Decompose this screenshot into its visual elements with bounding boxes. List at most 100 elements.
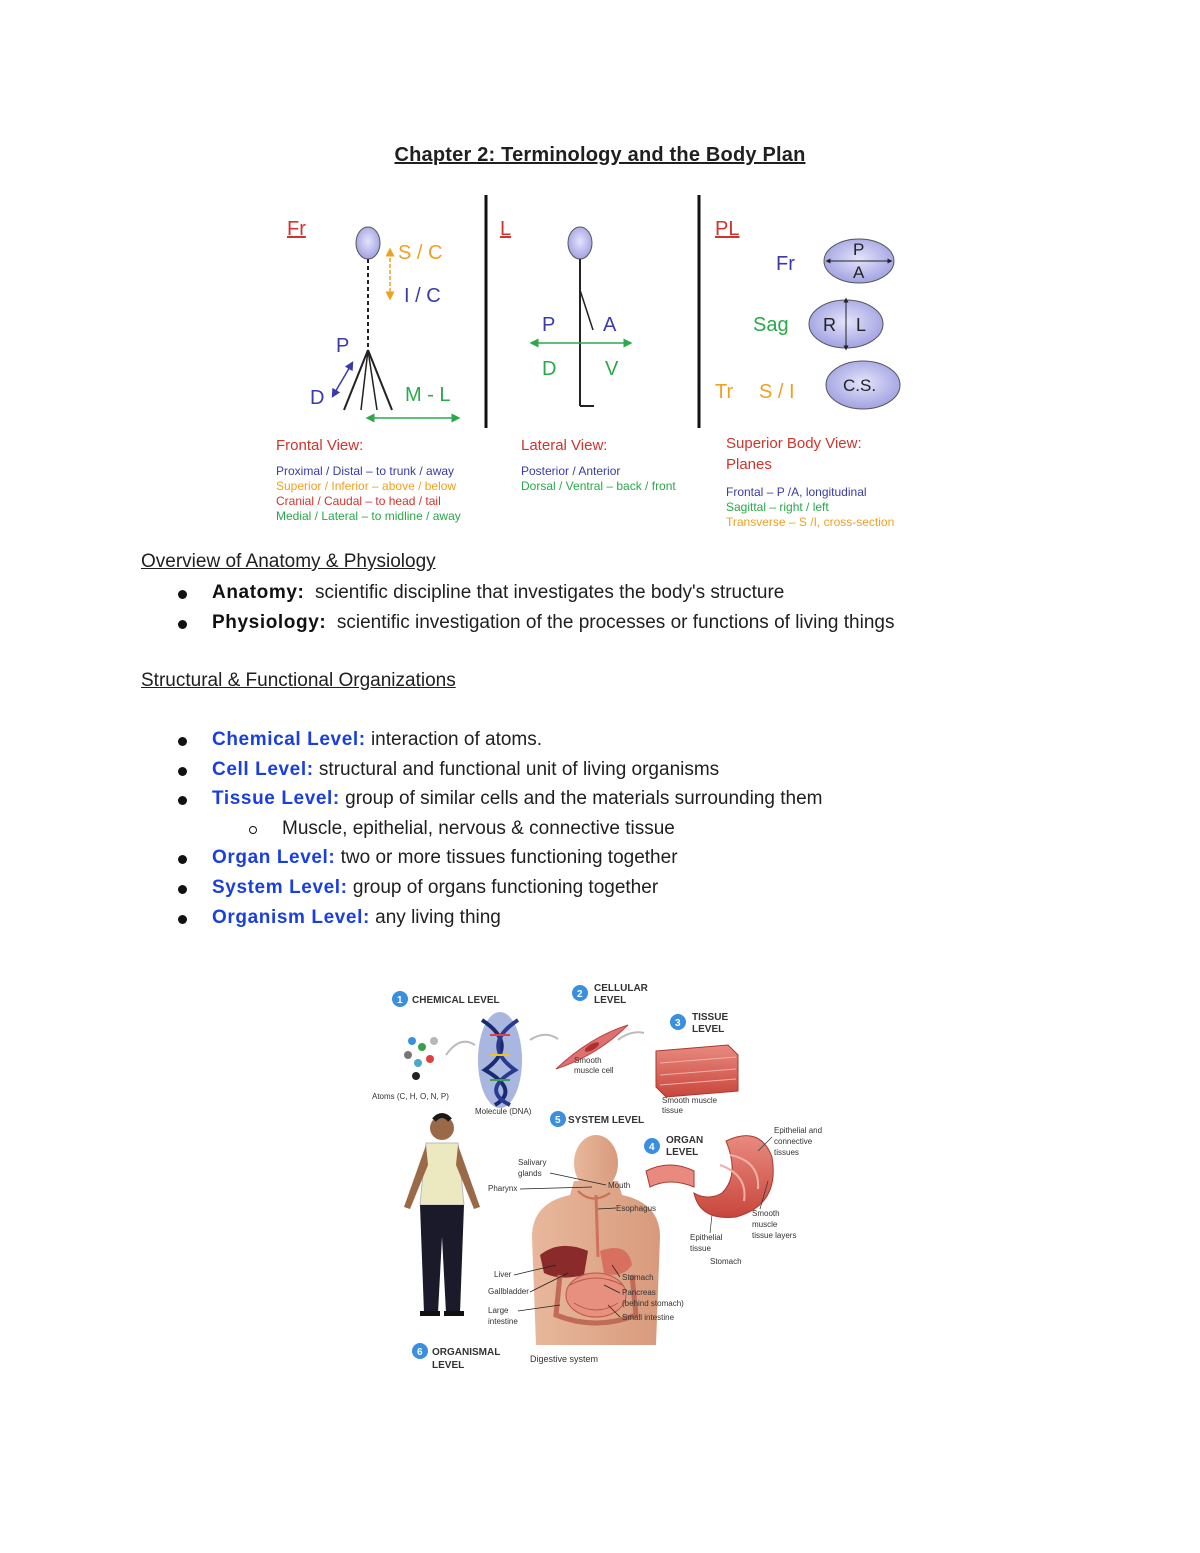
frontal-head-icon — [355, 226, 381, 260]
system-esophagus: Esophagus — [616, 1204, 656, 1213]
overview-list: Anatomy: scientific discipline that inve… — [141, 578, 894, 637]
svg-text:5: 5 — [555, 1115, 561, 1126]
transverse-plane-icon — [825, 360, 901, 410]
system-pancreas-2: (behind stomach) — [622, 1299, 684, 1308]
cellular-title-1: CELLULAR — [594, 983, 649, 994]
lateral-line-2: Dorsal / Ventral – back / front — [521, 479, 676, 493]
sagittal-plane-right: R — [823, 315, 836, 335]
badge-organ-icon: 4 — [644, 1138, 660, 1154]
badge-chemical-icon: 1 — [392, 991, 408, 1007]
organ-epi-conn-2: connective — [774, 1137, 813, 1146]
cell-label-2: muscle cell — [574, 1066, 614, 1075]
organ-smooth-1: Smooth — [752, 1209, 780, 1218]
system-pancreas-1: Pancreas — [622, 1288, 656, 1297]
lateral-dorsal-label: D — [542, 358, 556, 380]
planes-caption-2: Planes — [726, 456, 772, 473]
organ-smooth-3: tissue layers — [752, 1231, 796, 1240]
badge-tissue-icon: 3 — [670, 1014, 686, 1030]
organ-epi-conn-3: tissues — [774, 1148, 799, 1157]
system-salivary-1: Salivary — [518, 1158, 546, 1167]
organ-title-2: LEVEL — [666, 1147, 698, 1158]
overview-heading: Overview of Anatomy & Physiology — [141, 551, 436, 572]
structural-heading: Structural & Functional Organizations — [141, 670, 456, 691]
system-small-intestine: Small intestine — [622, 1313, 675, 1322]
tissue-label-1: Smooth muscle — [662, 1096, 718, 1105]
molecule-label: Molecule (DNA) — [475, 1107, 532, 1116]
frontal-line-3: Cranial / Caudal – to head / tail — [276, 494, 441, 508]
frontal-line-4: Medial / Lateral – to midline / away — [276, 509, 461, 523]
organ-epi-1: Epithelial — [690, 1233, 723, 1242]
frontal-plane-posterior: P — [853, 240, 864, 259]
planes-tag: PL — [715, 218, 739, 240]
lateral-caption: Lateral View: — [521, 437, 607, 454]
plane-transverse-label: Tr — [715, 381, 733, 403]
frontal-tag: Fr — [287, 218, 306, 240]
planes-line-3: Transverse – S /I, cross-section — [726, 515, 894, 529]
organism-title-1: ORGANISMAL — [432, 1347, 500, 1358]
tissue-title-2: LEVEL — [692, 1024, 724, 1035]
lateral-anterior-label: A — [603, 314, 617, 336]
list-item: Chemical Level: interaction of atoms. — [141, 725, 822, 755]
atoms-label: Atoms (C, H, O, N, P) — [372, 1092, 449, 1101]
smooth-muscle-cell-icon — [555, 1024, 629, 1070]
system-large-1: Large — [488, 1306, 509, 1315]
svg-text:4: 4 — [649, 1142, 655, 1153]
stomach-organ-icon — [645, 1135, 774, 1218]
chemical-level-title: CHEMICAL LEVEL — [412, 995, 500, 1006]
list-item: Anatomy: scientific discipline that inve… — [141, 578, 894, 608]
planes-line-1: Frontal – P /A, longitudinal — [726, 485, 867, 499]
list-item: Tissue Level: group of similar cells and… — [141, 784, 822, 814]
frontal-proximal-label: P — [336, 335, 349, 357]
svg-text:2: 2 — [577, 989, 583, 1000]
system-large-2: intestine — [488, 1317, 518, 1326]
organ-smooth-2: muscle — [752, 1220, 778, 1229]
planes-caption-1: Superior Body View: — [726, 435, 862, 452]
person-icon — [404, 1113, 480, 1316]
frontal-line-2: Superior / Inferior – above / below — [276, 479, 456, 493]
frontal-inferior-label: I / C — [404, 285, 441, 307]
body-plan-diagram: Fr S / C I / C P D M - L Frontal View: P… — [276, 195, 901, 529]
sub-list-item: Muscle, epithelial, nervous & connective… — [141, 814, 822, 844]
tissue-title-1: TISSUE — [692, 1012, 728, 1023]
dna-molecule-icon — [478, 1012, 522, 1108]
plane-sagittal-label: Sag — [753, 314, 789, 336]
lateral-line-1: Posterior / Anterior — [521, 464, 620, 478]
cross-section-label: C.S. — [843, 376, 876, 395]
system-pharynx: Pharynx — [488, 1184, 517, 1193]
cellular-title-2: LEVEL — [594, 995, 626, 1006]
structural-list: Chemical Level: interaction of atoms. Ce… — [141, 725, 822, 932]
list-item: Organ Level: two or more tissues functio… — [141, 843, 822, 873]
badge-organism-icon: 6 — [412, 1343, 428, 1359]
page-title: Chapter 2: Terminology and the Body Plan — [394, 144, 806, 166]
digestive-system-icon — [532, 1135, 660, 1345]
lateral-tag: L — [500, 218, 511, 240]
planes-line-2: Sagittal – right / left — [726, 500, 829, 514]
frontal-superior-label: S / C — [398, 242, 442, 264]
system-salivary-2: glands — [518, 1169, 542, 1178]
sagittal-plane-left: L — [856, 315, 866, 335]
list-item: Cell Level: structural and functional un… — [141, 755, 822, 785]
plane-superior-inferior-label: S / I — [759, 381, 795, 403]
organ-stomach-label: Stomach — [710, 1257, 742, 1266]
list-item: System Level: group of organs functionin… — [141, 873, 822, 903]
frontal-caption: Frontal View: — [276, 437, 363, 454]
plane-frontal-label: Fr — [776, 253, 795, 275]
organ-epi-conn-1: Epithelial and — [774, 1126, 822, 1135]
lateral-posterior-label: P — [542, 314, 555, 336]
smooth-muscle-tissue-icon — [655, 1044, 739, 1098]
list-item: Organism Level: any living thing — [141, 903, 822, 933]
system-liver: Liver — [494, 1270, 512, 1279]
badge-cellular-icon: 2 — [572, 985, 588, 1001]
frontal-medial-lateral-label: M - L — [405, 384, 451, 406]
lateral-ventral-label: V — [605, 358, 619, 380]
atoms-icon — [404, 1037, 438, 1080]
cell-label-1: Smooth — [574, 1056, 602, 1065]
system-mouth: Mouth — [608, 1181, 630, 1190]
system-level-title: SYSTEM LEVEL — [568, 1115, 644, 1126]
svg-text:1: 1 — [397, 995, 403, 1006]
digestive-system-caption: Digestive system — [530, 1354, 598, 1364]
system-gallbladder: Gallbladder — [488, 1287, 529, 1296]
frontal-plane-anterior: A — [853, 263, 865, 282]
organism-title-2: LEVEL — [432, 1360, 464, 1371]
frontal-distal-label: D — [310, 387, 324, 409]
